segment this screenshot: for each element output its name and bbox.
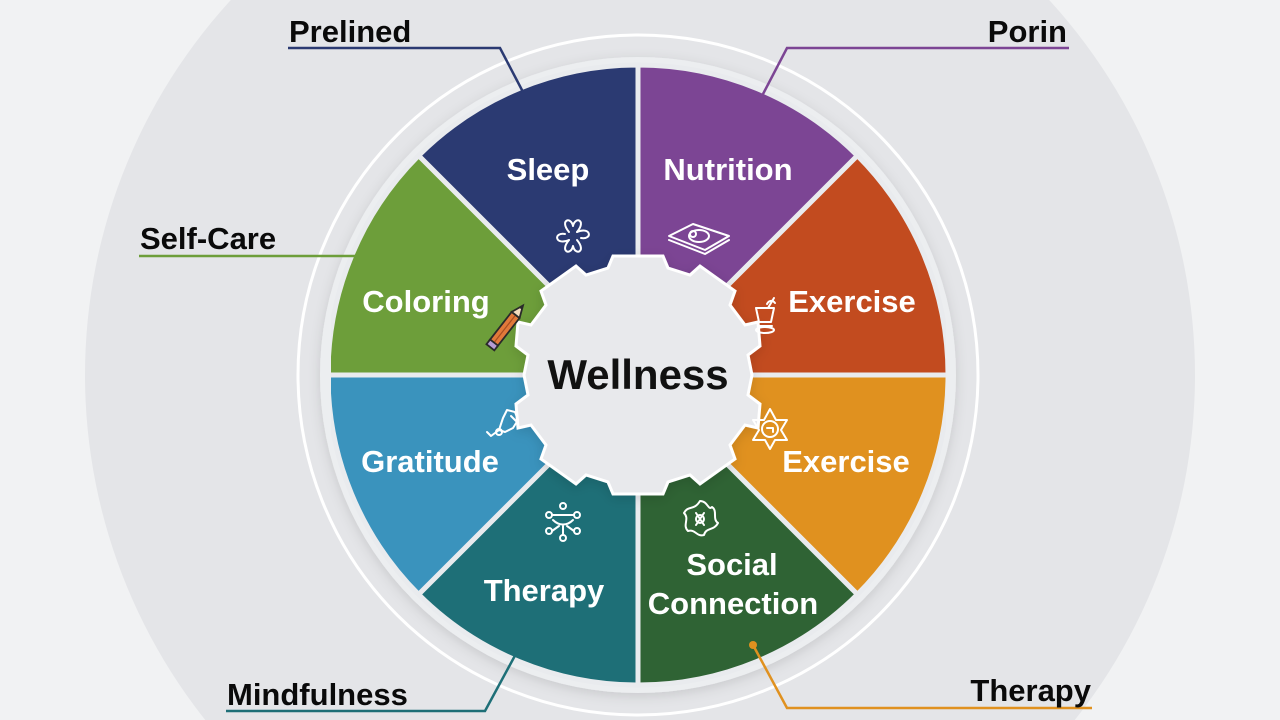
segment-label-therapy: Therapy: [484, 573, 605, 608]
callout-mindfulness: Mindfulness: [226, 649, 520, 713]
callout-label-self-care: Self-Care: [140, 221, 276, 256]
segment-label-gratitude: Gratitude: [361, 444, 499, 479]
center-label: Wellness: [547, 351, 728, 398]
segment-label-nutrition: Nutrition: [663, 152, 792, 187]
callout-porin: Porin: [761, 14, 1069, 95]
callout-line-mindfulness: [226, 649, 520, 713]
mortar-pestle-icon: [755, 297, 776, 334]
segment-label-sleep: Sleep: [507, 152, 590, 187]
callout-prelined: Prelined: [288, 14, 525, 93]
callout-label-porin: Porin: [988, 14, 1067, 49]
callout-line-porin: [761, 46, 1069, 95]
callout-line-therapy: [751, 644, 1092, 710]
callout-line-prelined: [288, 46, 525, 93]
segment-label-exercise-2: Exercise: [782, 444, 910, 479]
callout-label-prelined: Prelined: [289, 14, 411, 49]
star-face-icon: [752, 408, 788, 450]
callout-self-care: Self-Care: [139, 221, 357, 258]
pencil-icon: [485, 303, 525, 352]
callout-label-mindfulness: Mindfulness: [227, 677, 408, 712]
callout-dot-therapy: [749, 641, 757, 649]
callout-therapy: Therapy: [749, 641, 1092, 710]
flower-badge-icon: [683, 500, 719, 537]
callout-label-therapy: Therapy: [970, 673, 1091, 708]
food-plate-icon: [668, 223, 730, 255]
segment-label-exercise-1: Exercise: [788, 284, 916, 319]
segment-label-coloring: Coloring: [362, 284, 489, 319]
segment-label-connection: Connection: [648, 586, 819, 621]
center-gear: [514, 254, 762, 496]
segment-label-social: Social: [686, 547, 777, 582]
knot-flower-icon: [556, 219, 590, 253]
hand-icon: [486, 409, 519, 437]
outer-ring: [296, 33, 980, 717]
network-icon: [545, 502, 581, 542]
